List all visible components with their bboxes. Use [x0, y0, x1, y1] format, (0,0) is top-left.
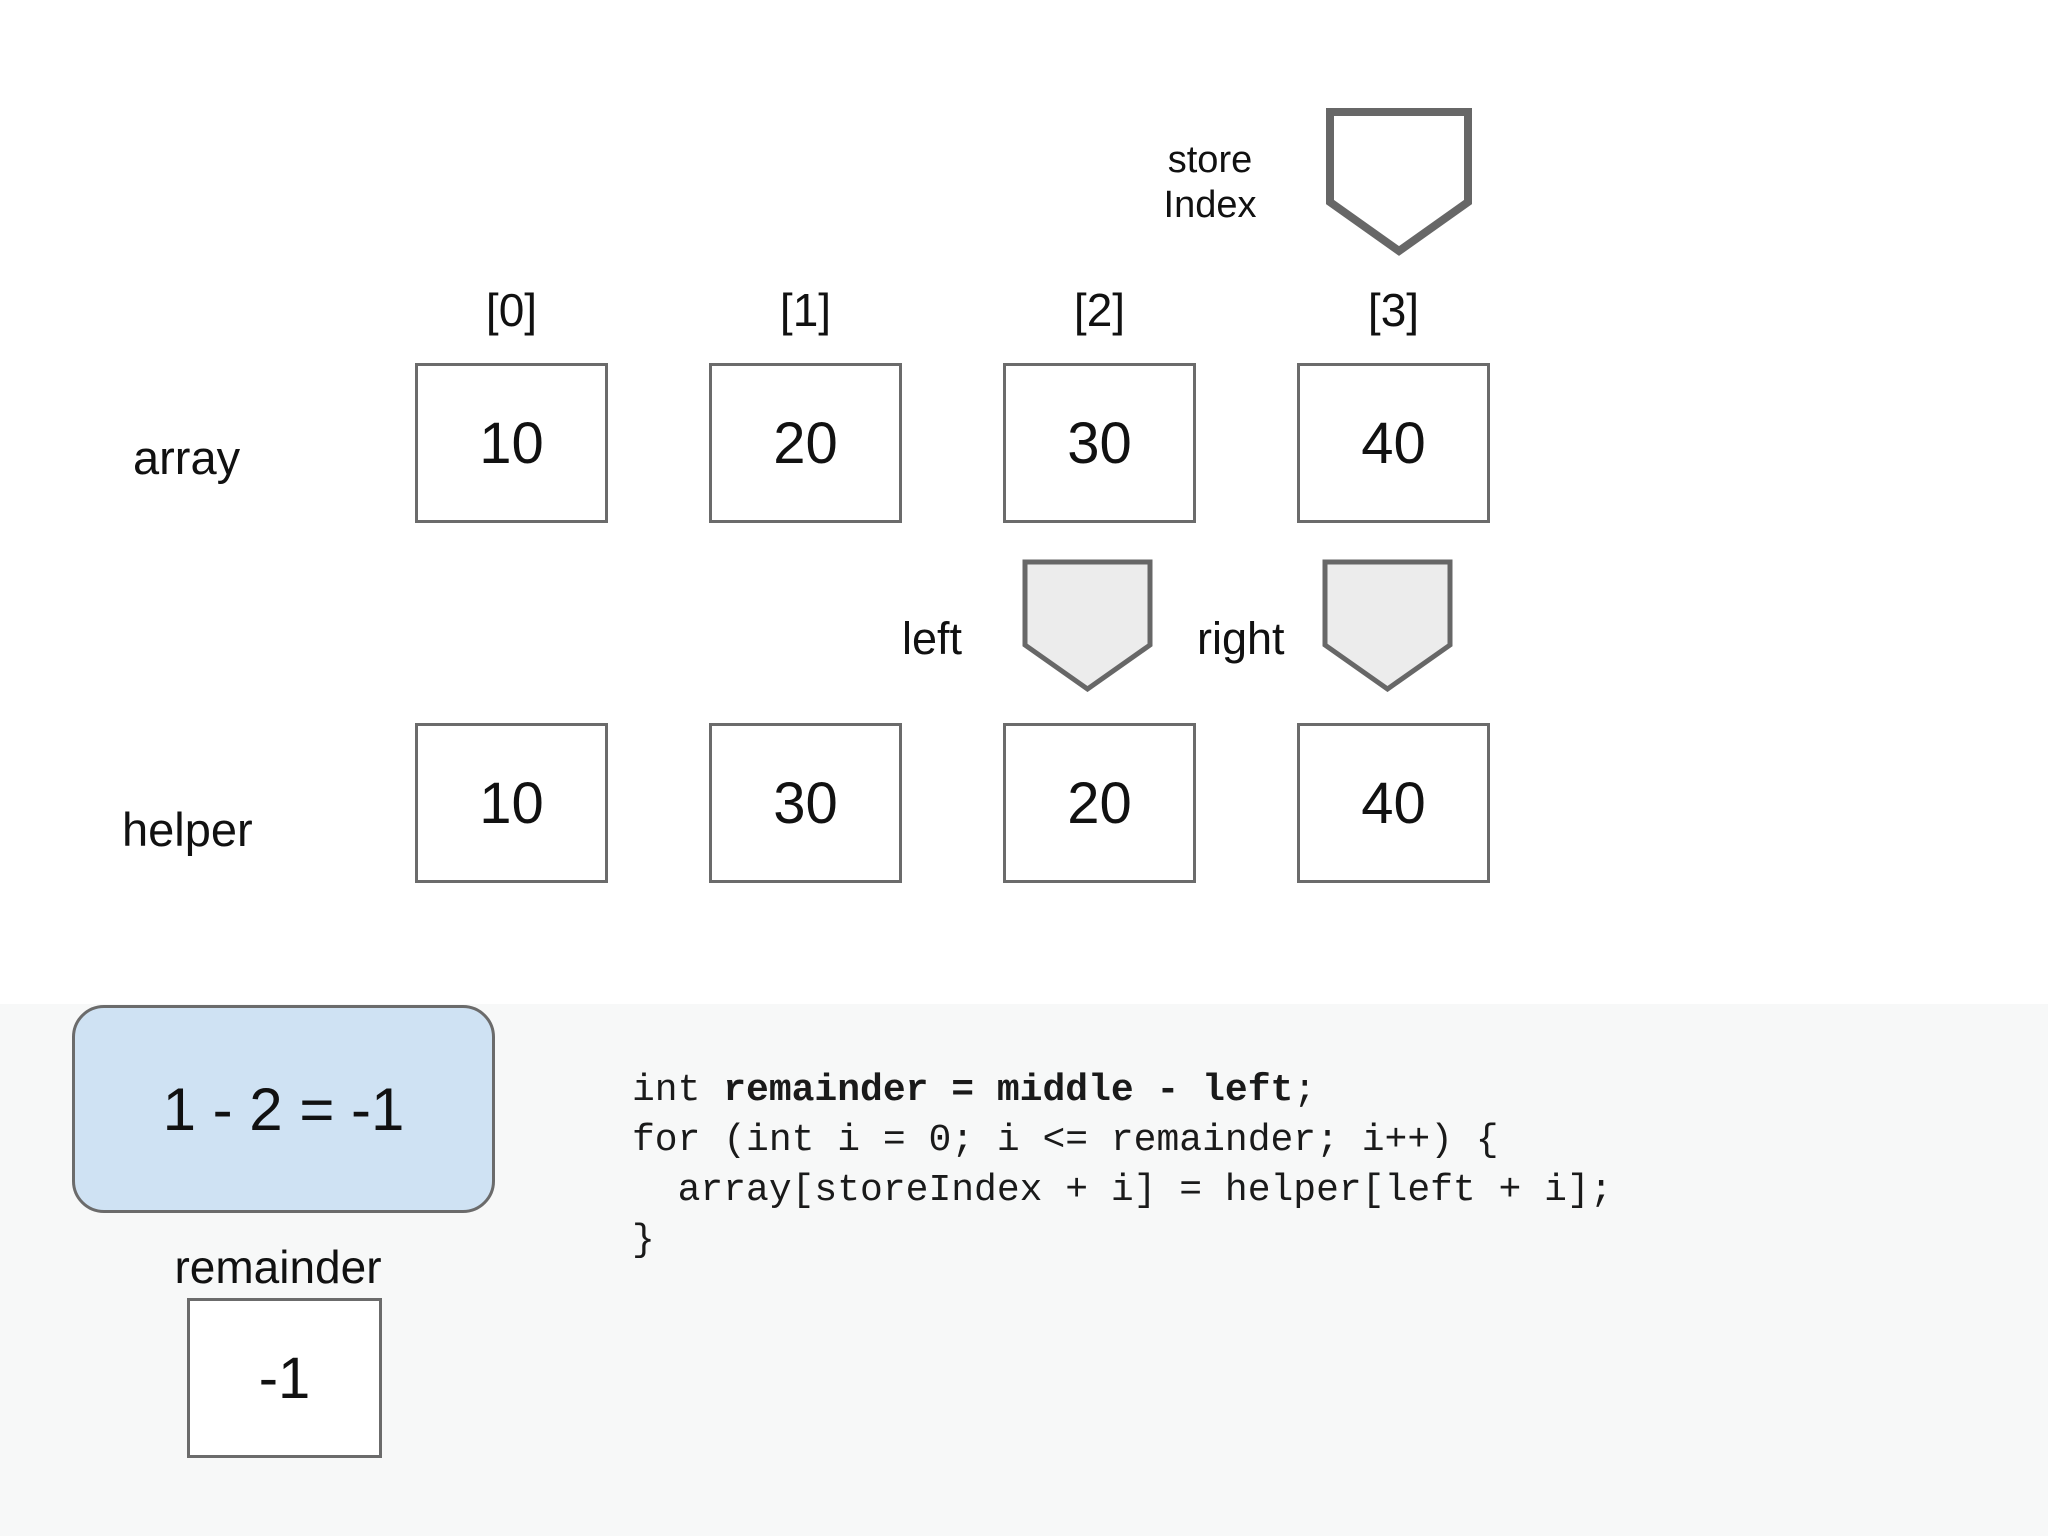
- code-snippet: int remainder = middle - left; for (int …: [632, 1066, 1613, 1266]
- array-cell-3: 40: [1297, 363, 1490, 523]
- array-cell-1: 20: [709, 363, 902, 523]
- store-index-pointer-icon: [1326, 108, 1472, 256]
- code-line1-pre: int: [632, 1069, 724, 1112]
- index-label-0: [0]: [485, 284, 538, 336]
- remainder-label: remainder: [174, 1241, 382, 1293]
- code-line1-bold: remainder = middle - left: [723, 1069, 1294, 1112]
- array-cell-0: 10: [415, 363, 608, 523]
- right-pointer-label: right: [1197, 613, 1285, 664]
- helper-cell-3: 40: [1297, 723, 1490, 883]
- code-line2: for (int i = 0; i <= remainder; i++) {: [632, 1119, 1499, 1162]
- array-cell-2: 30: [1003, 363, 1196, 523]
- helper-cell-2: 20: [1003, 723, 1196, 883]
- code-line1-post: ;: [1293, 1069, 1317, 1112]
- helper-row-label: helper: [122, 803, 253, 856]
- right-pointer-icon: [1322, 559, 1453, 692]
- array-row-label: array: [133, 431, 241, 484]
- left-pointer-icon: [1022, 559, 1153, 692]
- remainder-value: -1: [258, 1345, 311, 1411]
- code-line3: array[storeIndex + i] = helper[left + i]…: [632, 1169, 1613, 1212]
- index-label-1: [1]: [779, 284, 832, 336]
- left-pointer-label: left: [901, 613, 962, 664]
- index-label-3: [3]: [1367, 284, 1420, 336]
- store-index-label-line2: Index: [1163, 184, 1257, 226]
- helper-cell-1: 30: [709, 723, 902, 883]
- helper-cell-0: 10: [415, 723, 608, 883]
- store-index-label: store Index: [1130, 138, 1290, 228]
- store-index-label-line1: store: [1167, 139, 1253, 181]
- calculation-expression: 1 - 2 = -1: [162, 1075, 405, 1143]
- calculation-highlight-box: 1 - 2 = -1: [72, 1005, 495, 1213]
- remainder-value-box: -1: [187, 1298, 382, 1458]
- index-label-2: [2]: [1073, 284, 1126, 336]
- code-line4: }: [632, 1219, 655, 1262]
